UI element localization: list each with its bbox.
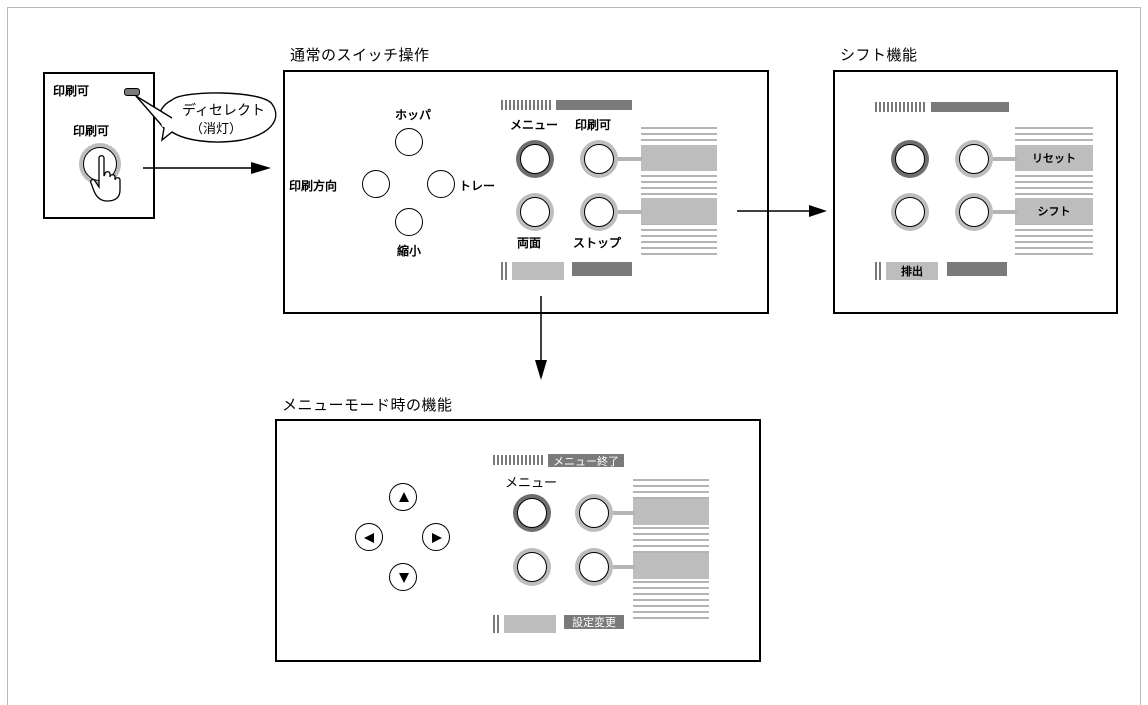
led-indicator bbox=[124, 88, 140, 96]
reset-label: リセット bbox=[1032, 152, 1076, 165]
menu-mode-key-2[interactable] bbox=[579, 498, 609, 528]
stop-label: ストップ bbox=[573, 236, 622, 250]
menu-connector-1 bbox=[613, 511, 635, 515]
shift-panel: リセット シフト 排出 bbox=[833, 70, 1118, 314]
deselect-bubble bbox=[135, 92, 277, 143]
reduce-button[interactable] bbox=[395, 208, 423, 236]
eject-bar: 排出 bbox=[886, 262, 938, 280]
shift-connector-2 bbox=[993, 210, 1017, 214]
menu-mode-title: メニューモード時の機能 bbox=[282, 396, 453, 414]
frame-right bbox=[1140, 7, 1141, 705]
reduce-label: 縮小 bbox=[397, 244, 422, 258]
up-arrow-button[interactable] bbox=[389, 483, 417, 511]
frame-top bbox=[7, 7, 1141, 8]
hopper-label: ホッパ bbox=[395, 108, 432, 122]
menu-mode-menu-button[interactable] bbox=[517, 498, 547, 528]
stop-button[interactable] bbox=[584, 197, 614, 227]
triangle-right-icon bbox=[432, 533, 442, 543]
lcd-top-bar bbox=[556, 100, 632, 110]
menu-connector-2 bbox=[613, 565, 635, 569]
shift-duplex-button[interactable] bbox=[895, 197, 925, 227]
print-ready-key[interactable] bbox=[584, 144, 614, 174]
triangle-down-icon bbox=[399, 573, 409, 583]
lcd-bottom-bar-1 bbox=[512, 262, 564, 280]
menu-label: メニュー bbox=[510, 118, 559, 132]
tray-button[interactable] bbox=[427, 170, 455, 198]
duplex-button[interactable] bbox=[520, 197, 550, 227]
shift-ticks bbox=[875, 102, 927, 112]
shift-bar: シフト bbox=[1015, 198, 1093, 224]
arrow-right-1 bbox=[143, 162, 271, 174]
shift-bottom-ticks bbox=[875, 262, 883, 280]
reset-bar: リセット bbox=[1015, 145, 1093, 171]
reset-button[interactable] bbox=[959, 144, 989, 174]
bubble-text-2: （消灯） bbox=[190, 122, 243, 137]
shift-button[interactable] bbox=[959, 197, 989, 227]
menu-lcd-block-2 bbox=[633, 553, 709, 579]
tray-label: トレー bbox=[459, 179, 496, 193]
button-label: 印刷可 bbox=[73, 124, 110, 138]
connector-2 bbox=[618, 210, 642, 214]
arrow-down bbox=[535, 296, 547, 380]
menu-bottom-ticks bbox=[493, 615, 501, 633]
normal-panel: ホッパ 印刷方向 トレー 縮小 メニュー 印刷可 両面 ストップ bbox=[283, 70, 769, 314]
print-ready-label: 印刷可 bbox=[575, 118, 612, 132]
arrow-right-2 bbox=[737, 205, 827, 217]
frame-left bbox=[7, 7, 8, 705]
menu-mode-key-4[interactable] bbox=[579, 552, 609, 582]
shift-connector-1 bbox=[993, 157, 1017, 161]
shift-menu-button[interactable] bbox=[895, 144, 925, 174]
shift-label: シフト bbox=[1037, 205, 1071, 218]
menu-exit-label: メニュー終了 bbox=[553, 454, 619, 468]
triangle-up-icon bbox=[399, 492, 409, 502]
duplex-label: 両面 bbox=[517, 236, 542, 250]
shift-bottom-bar bbox=[947, 262, 1007, 276]
normal-title: 通常のスイッチ操作 bbox=[290, 46, 430, 64]
eject-label: 排出 bbox=[901, 265, 923, 278]
lcd-block-2 bbox=[641, 198, 717, 224]
lcd-bottom-ticks bbox=[501, 262, 509, 280]
triangle-left-icon bbox=[364, 533, 374, 543]
menu-exit-bar: メニュー終了 bbox=[548, 454, 624, 468]
menu-mode-key-3[interactable] bbox=[517, 552, 547, 582]
settings-change-label: 設定変更 bbox=[572, 616, 616, 629]
bubble-text-1: ディセレクト bbox=[182, 103, 266, 119]
print-direction-label: 印刷方向 bbox=[289, 179, 338, 193]
menu-button[interactable] bbox=[520, 144, 550, 174]
lcd-ticks bbox=[501, 100, 553, 110]
led-label: 印刷可 bbox=[53, 84, 90, 98]
menu-ticks bbox=[493, 455, 545, 465]
menu-lcd-block-1 bbox=[633, 499, 709, 525]
hopper-button[interactable] bbox=[395, 128, 423, 156]
settings-change-bar: 設定変更 bbox=[564, 615, 624, 629]
print-direction-button[interactable] bbox=[362, 170, 390, 198]
shift-title: シフト機能 bbox=[840, 46, 918, 64]
lcd-block-1 bbox=[641, 145, 717, 171]
shift-top-bar bbox=[931, 102, 1009, 112]
connector-1 bbox=[618, 157, 642, 161]
menu-mode-panel: メニュー終了 メニュー 設定変更 bbox=[275, 419, 761, 662]
menu-bottom-bar-1 bbox=[504, 615, 556, 633]
hand-pointer-icon bbox=[90, 155, 121, 202]
menu-mode-menu-label: メニュー bbox=[505, 476, 558, 491]
lcd-bottom-bar-2 bbox=[572, 262, 632, 276]
